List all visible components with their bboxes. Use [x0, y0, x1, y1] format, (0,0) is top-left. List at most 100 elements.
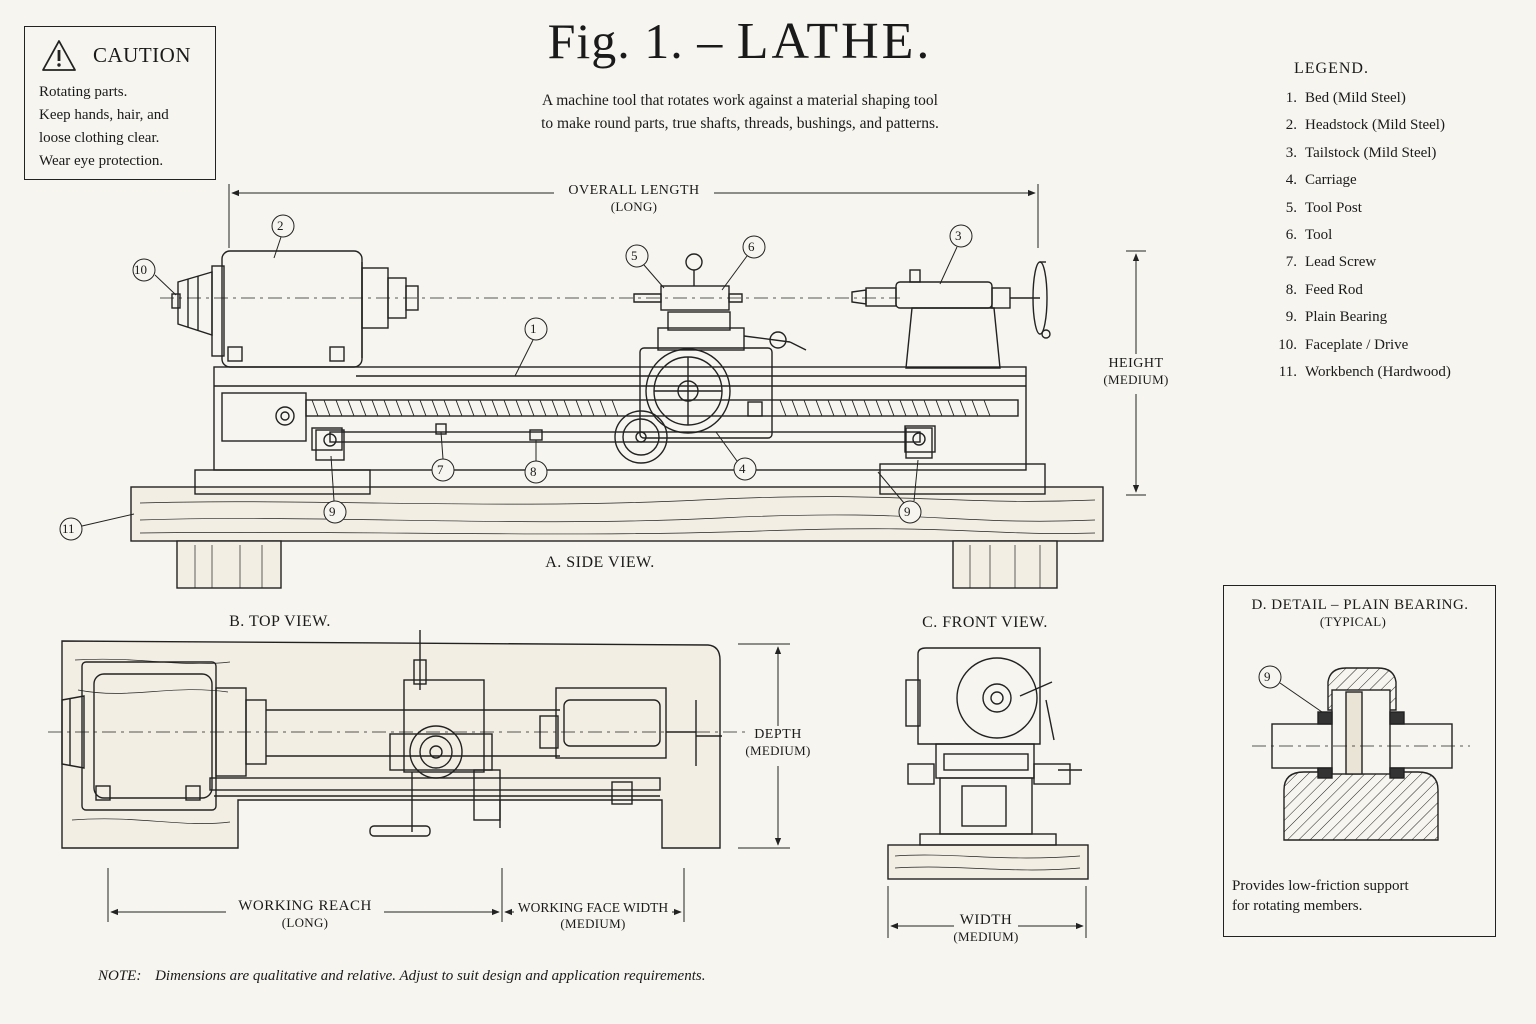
- legend-item-label: Carriage: [1305, 172, 1357, 189]
- feed-rod: [311, 423, 936, 453]
- side-view-title: A. SIDE VIEW.: [545, 554, 655, 571]
- callout-11: 11: [62, 521, 75, 536]
- overall-length-dimension: [228, 184, 1039, 248]
- legend-item-number: 8.: [1285, 281, 1297, 298]
- legend-item-label: Bed (Mild Steel): [1305, 90, 1406, 106]
- legend-item-number: 9.: [1285, 309, 1297, 326]
- headstock: [171, 250, 419, 368]
- lead-screw: [305, 399, 1019, 417]
- width-dimension: [887, 886, 1087, 938]
- legend-heading: LEGEND.: [1294, 60, 1369, 77]
- tailstock: [851, 261, 1051, 369]
- overall-length-qual: (LONG): [610, 199, 658, 214]
- legend-item-number: 7.: [1285, 254, 1297, 271]
- subtitle-line-1: A machine tool that rotates work against…: [541, 92, 938, 109]
- width-label: WIDTH (MEDIUM): [946, 912, 1026, 945]
- height-qual: (MEDIUM): [1103, 372, 1169, 387]
- callout-4: 4: [739, 461, 746, 476]
- legend-item-label: Tool: [1305, 226, 1333, 243]
- legend-item: 2.Headstock (Mild Steel): [1268, 117, 1451, 144]
- height-label: HEIGHT (MEDIUM): [1096, 356, 1176, 388]
- depth-label: DEPTH (MEDIUM): [738, 727, 818, 759]
- tool-post: [633, 253, 743, 311]
- legend-item-number: 5.: [1285, 199, 1297, 216]
- working-reach-text: WORKING REACH: [238, 898, 372, 914]
- legend-item: 8. Feed Rod: [1268, 282, 1451, 309]
- overall-length-text: OVERALL LENGTH: [568, 183, 700, 198]
- detail-frame: [1223, 585, 1496, 937]
- lathe-bed: [194, 366, 1046, 495]
- note-key: NOTE:: [98, 968, 142, 984]
- drawing-note: NOTE: Dimensions are qualitative and rel…: [98, 968, 705, 985]
- legend-item: 9. Plain Bearing: [1268, 309, 1451, 336]
- legend-item-number: 11.: [1278, 363, 1297, 380]
- caution-heading: CAUTION: [93, 43, 191, 67]
- working-reach-dimension: [107, 868, 685, 922]
- working-reach-qual: (LONG): [281, 915, 329, 930]
- legend-item: 11. Workbench (Hardwood): [1268, 364, 1451, 391]
- workbench: [130, 486, 1104, 589]
- working-face-text: WORKING FACE WIDTH: [517, 900, 669, 915]
- legend-item-label: Workbench (Hardwood): [1305, 363, 1451, 380]
- legend-item: 4. Carriage: [1268, 172, 1451, 199]
- subtitle-line-2: to make round parts, true shafts, thread…: [541, 115, 939, 132]
- callout-7: 7: [437, 462, 444, 477]
- plain-bearing-right: [905, 427, 933, 459]
- legend-item-label: Lead Screw: [1305, 254, 1377, 271]
- callout-6: 6: [748, 239, 755, 254]
- warning-triangle-icon: [42, 40, 76, 71]
- plain-bearing-detail: [1252, 667, 1470, 841]
- note-text: Dimensions are qualitative and relative.…: [155, 968, 706, 984]
- figure-prefix: Fig. 1. –: [547, 13, 724, 69]
- legend-item: 6.Tool: [1268, 227, 1451, 254]
- caution-text: Rotating parts. Keep hands, hair, and lo…: [39, 84, 169, 169]
- legend-item: 7. Lead Screw: [1268, 254, 1451, 281]
- figure-name: LATHE.: [736, 13, 933, 70]
- detail-subtitle: (TYPICAL): [1319, 614, 1387, 629]
- legend-item-label: Tailstock (Mild Steel): [1305, 144, 1437, 161]
- legend-item-label: Faceplate / Drive: [1305, 336, 1409, 353]
- caution-box: CAUTION Rotating parts. Keep hands, hair…: [24, 26, 216, 180]
- depth-qual: (MEDIUM): [745, 743, 811, 758]
- depth-text: DEPTH: [754, 727, 802, 742]
- callout-5: 5: [631, 248, 638, 263]
- height-dimension: [1126, 250, 1146, 496]
- working-face-qual: (MEDIUM): [560, 916, 626, 931]
- overall-length-label: OVERALL LENGTH (LONG): [554, 183, 714, 215]
- callout-8: 8: [530, 464, 537, 479]
- front-view-title: C. FRONT VIEW.: [922, 614, 1048, 631]
- detail-view-title: D. DETAIL – PLAIN BEARING. (TYPICAL): [1226, 597, 1494, 630]
- callout-9-right: 9: [904, 504, 911, 519]
- height-text: HEIGHT: [1108, 356, 1164, 371]
- legend-item-number: 1.: [1285, 90, 1297, 106]
- legend-item-label: Plain Bearing: [1305, 309, 1388, 326]
- working-reach-label: WORKING REACH (LONG): [226, 898, 384, 931]
- callout-9-detail: 9: [1264, 669, 1271, 684]
- legend-item-label: Tool Post: [1305, 199, 1362, 216]
- detail-caption: Provides low-friction support for rotati…: [1232, 878, 1409, 914]
- plain-bearing-left: [315, 429, 345, 461]
- legend-item: 3. Tailstock (Mild Steel): [1268, 145, 1451, 172]
- legend-item: 10. Faceplate / Drive: [1268, 337, 1451, 364]
- callout-9-left: 9: [329, 504, 336, 519]
- depth-dimension: [738, 643, 790, 849]
- figure-title: Fig. 1. – LATHE.: [0, 12, 1480, 71]
- legend-item: 1. Bed (Mild Steel): [1268, 90, 1451, 117]
- legend-item-number: 3.: [1285, 144, 1297, 161]
- detail-title: D. DETAIL – PLAIN BEARING.: [1251, 597, 1469, 613]
- carriage: [614, 311, 807, 464]
- legend-item-number: 2.: [1285, 117, 1297, 134]
- top-view: [48, 630, 745, 849]
- width-qual: (MEDIUM): [953, 929, 1019, 944]
- legend-item-number: 10.: [1278, 336, 1297, 353]
- callouts: [59, 214, 1323, 713]
- legend-item-number: 4.: [1285, 172, 1297, 189]
- side-view: [130, 250, 1104, 589]
- top-view-title: B. TOP VIEW.: [229, 613, 331, 630]
- working-face-label: WORKING FACE WIDTH (MEDIUM): [509, 900, 677, 932]
- legend-item-label: Feed Rod: [1305, 281, 1363, 298]
- callout-10: 10: [134, 262, 147, 277]
- front-view: [887, 647, 1089, 880]
